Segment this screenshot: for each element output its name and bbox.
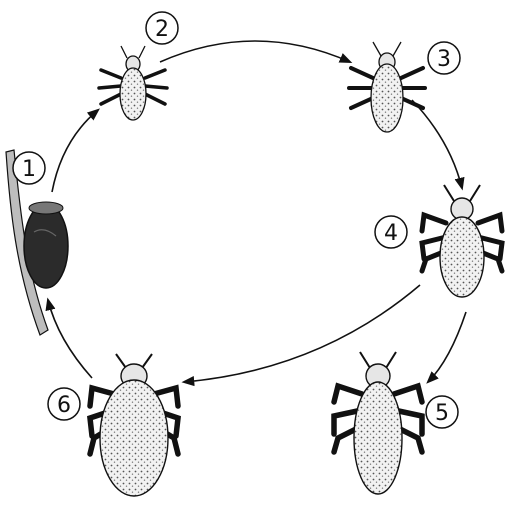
arrow-3-to-4 — [412, 100, 462, 188]
louse-icon — [349, 42, 425, 132]
stage-5-adult-male — [334, 352, 422, 494]
arrow-6-to-1 — [48, 300, 92, 378]
stage-6-adult-female — [90, 354, 178, 496]
stage-number-1: 1 — [22, 157, 36, 182]
stage-number-2: 2 — [155, 17, 169, 42]
stage-3-nymph — [349, 42, 425, 132]
stage-2-nymph — [99, 46, 167, 120]
stage-label-2: 2 — [146, 12, 178, 44]
louse-icon — [422, 185, 502, 297]
stage-label-1: 1 — [13, 152, 45, 184]
stage-number-3: 3 — [437, 47, 451, 72]
stage-number-4: 4 — [384, 221, 398, 246]
arrow-2-to-3 — [160, 41, 350, 62]
egg-icon — [24, 204, 68, 288]
louse-icon — [99, 46, 167, 120]
stage-4-nymph — [422, 185, 502, 297]
stage-label-5: 5 — [426, 396, 458, 428]
stage-number-5: 5 — [435, 401, 449, 426]
louse-icon — [334, 352, 422, 494]
arrow-1-to-2 — [52, 110, 98, 192]
louse-icon — [90, 354, 178, 496]
stage-number-6: 6 — [57, 393, 71, 418]
arrow-4-to-5 — [428, 312, 466, 382]
stage-label-3: 3 — [428, 42, 460, 74]
stage-label-6: 6 — [48, 388, 80, 420]
stage-label-4: 4 — [375, 216, 407, 248]
